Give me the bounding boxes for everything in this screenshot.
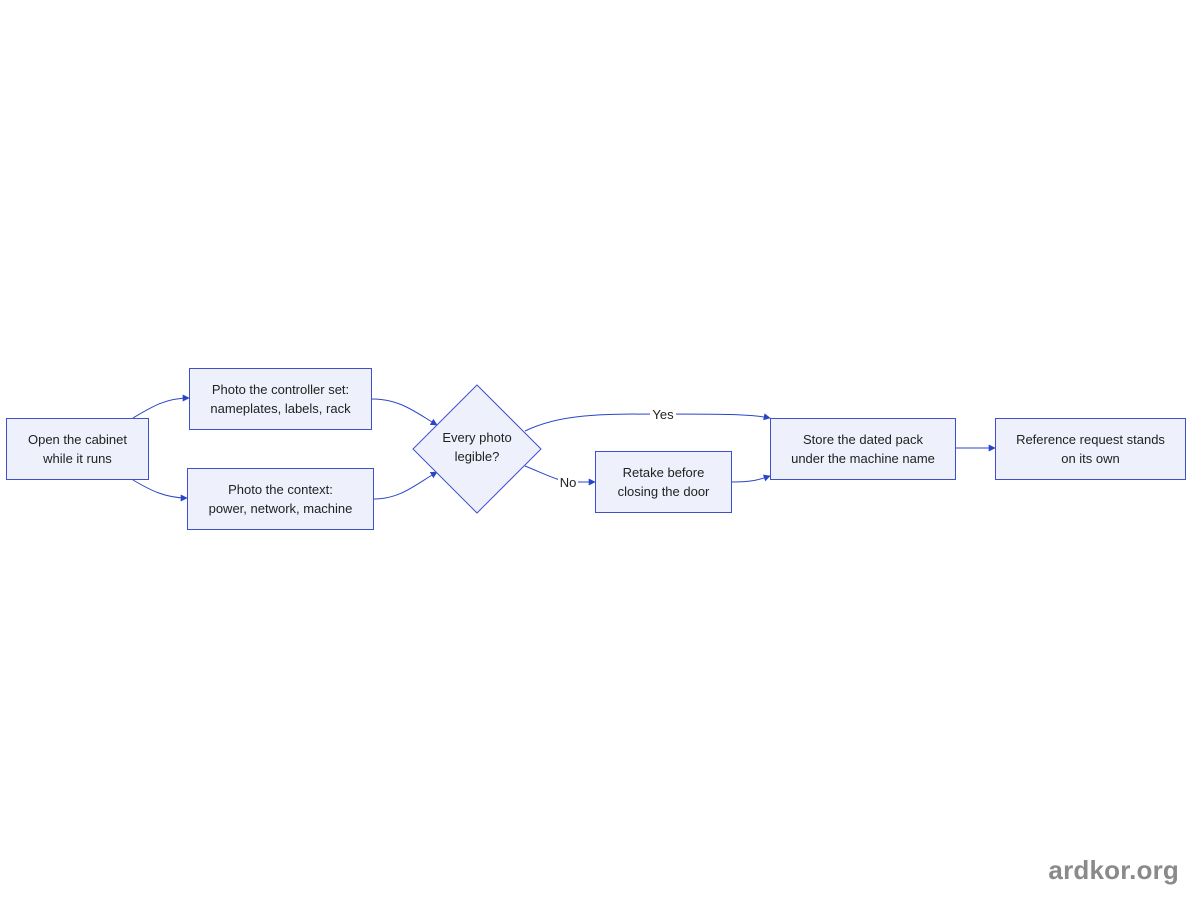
node-store-pack: Store the dated pack under the machine n… bbox=[770, 418, 956, 480]
edge-open-to-controller bbox=[132, 394, 190, 419]
decision-diamond bbox=[412, 384, 542, 514]
node-context-line-1: Photo the context: bbox=[228, 482, 333, 497]
node-retake: Retake before closing the door bbox=[595, 451, 732, 513]
node-reference-line-2: on its own bbox=[1061, 451, 1120, 466]
edge-retake-to-store bbox=[731, 474, 771, 483]
node-open-line-2: while it runs bbox=[43, 451, 112, 466]
decision-label: Every photo legible? bbox=[413, 428, 541, 466]
edge-label-no: No bbox=[560, 475, 577, 490]
edge-decision-yes-to-store bbox=[524, 413, 771, 432]
node-store-line-2: under the machine name bbox=[791, 451, 935, 466]
node-controller-line-1: Photo the controller set: bbox=[211, 382, 350, 397]
node-photo-context: Photo the context: power, network, machi… bbox=[187, 468, 374, 530]
decision-line-2: legible? bbox=[454, 449, 500, 464]
node-reference-line-1: Reference request stands bbox=[1016, 432, 1165, 447]
node-store-line-1: Store the dated pack bbox=[803, 432, 923, 447]
node-open-line-1: Open the cabinet bbox=[27, 432, 128, 447]
node-retake-line-1: Retake before bbox=[622, 465, 705, 480]
decision-line-1: Every photo bbox=[442, 430, 512, 445]
edge-open-to-context bbox=[132, 479, 188, 502]
node-context-line-2: power, network, machine bbox=[208, 501, 353, 516]
node-retake-line-2: closing the door bbox=[617, 484, 710, 499]
node-controller-line-2: nameplates, labels, rack bbox=[210, 401, 351, 416]
edge-context-to-decision bbox=[373, 471, 438, 500]
watermark: ardkor.org bbox=[1048, 855, 1179, 885]
edge-label-yes: Yes bbox=[652, 407, 674, 422]
edge-controller-to-decision bbox=[371, 398, 438, 426]
node-photo-controller: Photo the controller set: nameplates, la… bbox=[189, 368, 372, 430]
node-reference-request: Reference request stands on its own bbox=[995, 418, 1186, 480]
node-open-cabinet: Open the cabinet while it runs bbox=[6, 418, 149, 480]
